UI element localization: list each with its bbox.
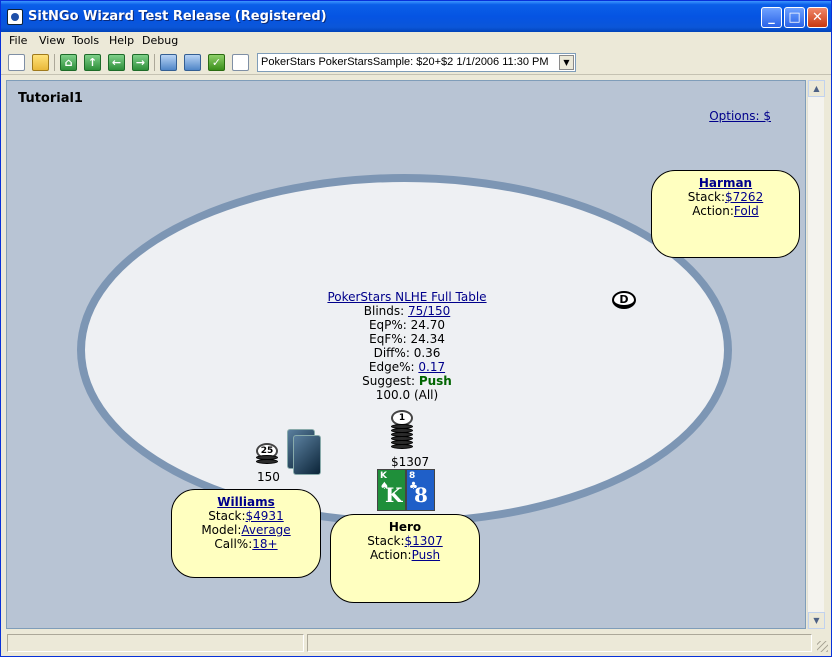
scroll-down-icon[interactable]: ▼ bbox=[808, 612, 825, 629]
menu-view[interactable]: View bbox=[39, 34, 66, 47]
stack-link-harman[interactable]: $7262 bbox=[725, 190, 764, 204]
stack-link-williams[interactable]: $4931 bbox=[245, 509, 284, 523]
diff-value: 0.36 bbox=[413, 346, 441, 360]
chip-stack-icon bbox=[391, 424, 413, 449]
model-label: Model: bbox=[201, 523, 242, 537]
menu-file[interactable]: File bbox=[9, 34, 28, 47]
page-title: Tutorial1 bbox=[18, 91, 83, 106]
menu-debug[interactable]: Debug bbox=[142, 34, 179, 47]
eqp-label: EqP%: bbox=[368, 318, 407, 332]
eqf-label: EqF%: bbox=[369, 332, 407, 346]
bet-amount-hero: $1307 bbox=[391, 455, 430, 469]
scroll-up-icon[interactable]: ▲ bbox=[808, 80, 825, 97]
player-name-williams[interactable]: Williams bbox=[217, 495, 275, 509]
club-icon: ♣ bbox=[409, 481, 418, 492]
hole-card-king-spades: K ♠ K bbox=[377, 469, 406, 511]
poker-table bbox=[77, 174, 732, 526]
toolbar: ⌂ ↑ ← → ✓ PokerStars PokerStarsSample: $… bbox=[1, 50, 831, 75]
hand-selector[interactable]: PokerStars PokerStarsSample: $20+$2 1/1/… bbox=[257, 53, 576, 72]
status-bar bbox=[1, 631, 831, 655]
home-icon[interactable]: ⌂ bbox=[60, 54, 77, 71]
bet-amount-williams: 150 bbox=[257, 470, 280, 484]
stack-label: Stack: bbox=[208, 509, 246, 523]
table-info: PokerStars NLHE Full Table Blinds: 75/15… bbox=[307, 290, 507, 402]
options-link[interactable]: Options: $ bbox=[709, 109, 771, 123]
window-title: SitNGo Wizard Test Release (Registered) bbox=[28, 9, 327, 24]
eqp-value: 24.70 bbox=[410, 318, 446, 332]
menu-bar: File View Tools Help Debug bbox=[1, 32, 831, 50]
action-label: Action: bbox=[692, 204, 734, 218]
status-pane bbox=[7, 634, 304, 652]
maximize-button[interactable]: □ bbox=[784, 7, 805, 28]
new-document-icon[interactable] bbox=[8, 54, 25, 71]
toolbar-separator bbox=[154, 54, 155, 71]
back-arrow-icon[interactable]: ← bbox=[108, 54, 125, 71]
toolbar-separator bbox=[54, 54, 55, 71]
menu-tools[interactable]: Tools bbox=[72, 34, 100, 47]
eqf-value: 24.34 bbox=[410, 332, 445, 346]
suggest-label: Suggest: bbox=[362, 374, 415, 388]
hole-card-eight-clubs: 8 ♣ 8 bbox=[406, 469, 435, 511]
chevron-down-icon[interactable]: ▼ bbox=[559, 55, 574, 70]
table-name-link[interactable]: PokerStars NLHE Full Table bbox=[327, 290, 487, 304]
player-box-hero: Hero Stack:$1307 Action:Push bbox=[330, 514, 480, 603]
close-button[interactable]: ✕ bbox=[807, 7, 828, 28]
card-back-icon bbox=[293, 435, 321, 475]
player-box-harman: Harman Stack:$7262 Action:Fold bbox=[651, 170, 800, 258]
action-label: Action: bbox=[369, 548, 412, 562]
open-folder-icon[interactable] bbox=[32, 54, 49, 71]
model-link-williams[interactable]: Average bbox=[241, 523, 291, 537]
status-pane bbox=[307, 634, 812, 652]
action-link-harman[interactable]: Fold bbox=[733, 204, 759, 218]
app-icon[interactable] bbox=[7, 9, 23, 25]
resize-grip-icon[interactable] bbox=[817, 641, 828, 652]
vertical-scrollbar[interactable]: ▲ ▼ bbox=[807, 80, 825, 629]
chip-stack-icon bbox=[256, 455, 278, 464]
player-name-harman[interactable]: Harman bbox=[698, 176, 753, 190]
dealer-button-icon: D bbox=[612, 291, 636, 309]
card-rank: 8 bbox=[414, 483, 428, 507]
action-link-hero[interactable]: Push bbox=[411, 548, 441, 562]
menu-help[interactable]: Help bbox=[109, 34, 135, 47]
up-arrow-icon[interactable]: ↑ bbox=[84, 54, 101, 71]
player-name-hero: Hero bbox=[388, 520, 422, 534]
stack-label: Stack: bbox=[687, 190, 726, 204]
chart-icon[interactable] bbox=[184, 54, 201, 71]
image-icon[interactable] bbox=[160, 54, 177, 71]
card-rank-corner: 8 bbox=[409, 471, 416, 481]
call-link-williams[interactable]: 18+ bbox=[252, 537, 278, 551]
check-icon[interactable]: ✓ bbox=[208, 54, 225, 71]
minimize-button[interactable]: _ bbox=[761, 7, 782, 28]
diff-label: Diff%: bbox=[373, 346, 410, 360]
suggest-amount: 100.0 (All) bbox=[375, 388, 439, 402]
hand-selector-value: PokerStars PokerStarsSample: $20+$2 1/1/… bbox=[261, 56, 549, 68]
call-label: Call%: bbox=[214, 537, 253, 551]
card-rank-corner: K bbox=[380, 471, 387, 481]
card-rank: K bbox=[385, 483, 403, 507]
blinds-label: Blinds: bbox=[363, 304, 405, 318]
stack-link-hero[interactable]: $1307 bbox=[404, 534, 443, 548]
clipboard-icon[interactable] bbox=[232, 54, 249, 71]
blinds-link[interactable]: 75/150 bbox=[408, 304, 451, 318]
edge-label: Edge%: bbox=[368, 360, 415, 374]
table-view: Tutorial1 Options: $ PokerStars NLHE Ful… bbox=[6, 80, 806, 629]
suggest-value: Push bbox=[418, 374, 452, 388]
player-box-williams: Williams Stack:$4931 Model:Average Call%… bbox=[171, 489, 321, 578]
edge-link[interactable]: 0.17 bbox=[418, 360, 446, 374]
spade-icon: ♠ bbox=[380, 481, 389, 492]
title-bar[interactable]: SitNGo Wizard Test Release (Registered) … bbox=[1, 1, 831, 32]
forward-arrow-icon[interactable]: → bbox=[132, 54, 149, 71]
stack-label: Stack: bbox=[367, 534, 405, 548]
